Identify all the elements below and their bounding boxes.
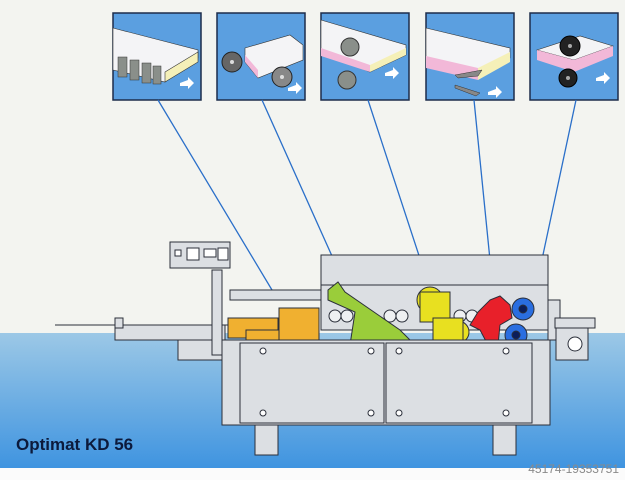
panel-end-trimming-saw-icon: [216, 12, 306, 101]
machine-leg: [254, 424, 279, 456]
flush-trimming-unit: [416, 286, 470, 344]
panel-buffing-wheel-icon: [529, 12, 619, 101]
panel-glue-application-icon: [112, 12, 202, 101]
machine-leg: [492, 424, 517, 456]
panel-flush-trimming-cutter-icon: [320, 12, 410, 101]
process-panels: [112, 12, 619, 101]
image-id-watermark: 45174-19353751: [528, 462, 619, 476]
panel-scraper-icon: [425, 12, 515, 101]
machine-model-title: Optimat KD 56: [16, 435, 134, 454]
edge-banding-machine: [55, 241, 596, 456]
